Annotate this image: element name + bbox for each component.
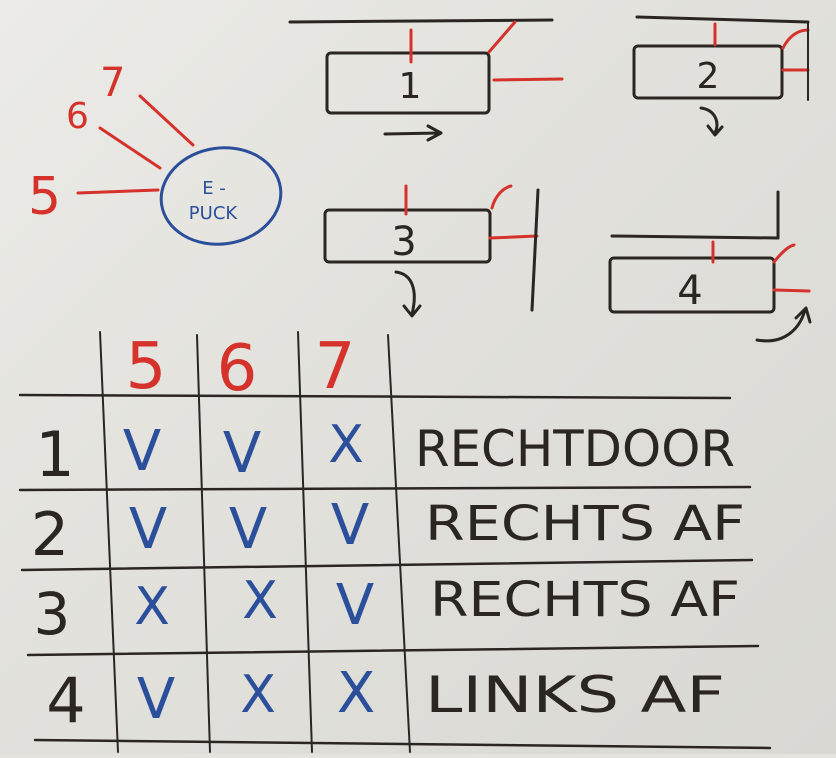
epuck-label-line2: PUCK bbox=[189, 203, 239, 224]
table-col-divider-1 bbox=[99, 331, 119, 753]
row-number: 2 bbox=[31, 500, 69, 570]
cell-sensor-5: V bbox=[123, 419, 161, 484]
scenario-4-arrow bbox=[755, 306, 812, 343]
cell-sensor-7: X bbox=[337, 661, 375, 726]
cell-action: RECHTS AF bbox=[425, 496, 745, 552]
table-row-divider-1 bbox=[18, 485, 752, 492]
cell-action: RECHTS AF bbox=[430, 572, 740, 628]
scenario-2-arrow bbox=[699, 106, 724, 137]
cell-sensor-5: V bbox=[129, 497, 167, 562]
table-header-sensor-6: 6 bbox=[217, 332, 258, 406]
scenario-1-arrow bbox=[383, 124, 443, 142]
scenario-4: 4 bbox=[608, 190, 812, 343]
table-row: 1 V V X RECHTDOOR bbox=[35, 415, 735, 491]
scenario-3: 3 bbox=[323, 184, 540, 318]
row-number: 1 bbox=[35, 418, 74, 491]
cell-sensor-5: X bbox=[134, 577, 170, 637]
row-number: 4 bbox=[46, 664, 85, 737]
cell-sensor-7: V bbox=[336, 573, 374, 638]
sensor-truth-table: 5 6 7 1 V V X RECHTDOOR 2 V V V RECHTS A… bbox=[18, 330, 772, 753]
scenario-3-arrow bbox=[394, 270, 422, 318]
table-header-sensor-7: 7 bbox=[315, 330, 356, 404]
table-col-divider-3 bbox=[297, 331, 313, 753]
table-header-divider bbox=[18, 393, 732, 400]
table-row: 4 V X X LINKS AF bbox=[46, 661, 725, 737]
scenario-2-robot bbox=[632, 44, 784, 100]
scenario-1-robot bbox=[325, 51, 491, 115]
table-row-divider-2 bbox=[20, 558, 754, 572]
row-number: 3 bbox=[34, 580, 71, 648]
cell-action: RECHTDOOR bbox=[415, 420, 735, 478]
table-header-sensor-5: 5 bbox=[126, 330, 167, 404]
scenario-1-label: 1 bbox=[399, 66, 422, 107]
table-row: 2 V V V RECHTS AF bbox=[31, 493, 745, 570]
epuck-label-line1: E - bbox=[202, 178, 226, 199]
cell-sensor-6: X bbox=[242, 571, 278, 631]
table-row-divider-4 bbox=[33, 738, 772, 750]
sensor-5-label: 5 bbox=[28, 167, 61, 227]
cell-sensor-6: V bbox=[223, 421, 261, 486]
sensor-7-label: 7 bbox=[100, 60, 125, 106]
sensor-6-label: 6 bbox=[66, 96, 89, 137]
cell-action: LINKS AF bbox=[425, 666, 725, 724]
scenario-3-label: 3 bbox=[391, 219, 416, 265]
cell-sensor-7: V bbox=[331, 493, 369, 558]
sensor-5-line bbox=[76, 188, 160, 195]
table-row: 3 X X V RECHTS AF bbox=[34, 571, 740, 648]
scenario-1: 1 bbox=[288, 18, 564, 142]
cell-sensor-5: V bbox=[137, 667, 175, 732]
table-col-divider-2 bbox=[196, 334, 211, 753]
scenario-4-label: 4 bbox=[677, 268, 702, 314]
scenario-2: 2 bbox=[632, 15, 810, 137]
table-row-divider-3 bbox=[26, 644, 760, 657]
table-col-divider-4 bbox=[387, 334, 411, 753]
scenario-2-label: 2 bbox=[697, 56, 720, 97]
epuck-diagram: E - PUCK 5 6 7 bbox=[28, 60, 283, 246]
sensor-6-line bbox=[98, 126, 162, 170]
cell-sensor-7: X bbox=[328, 415, 364, 475]
scenario-4-robot bbox=[608, 256, 776, 314]
cell-sensor-6: X bbox=[240, 665, 276, 725]
epuck-robot bbox=[159, 146, 283, 246]
sensor-7-line bbox=[138, 94, 195, 147]
cell-sensor-6: V bbox=[229, 497, 267, 562]
